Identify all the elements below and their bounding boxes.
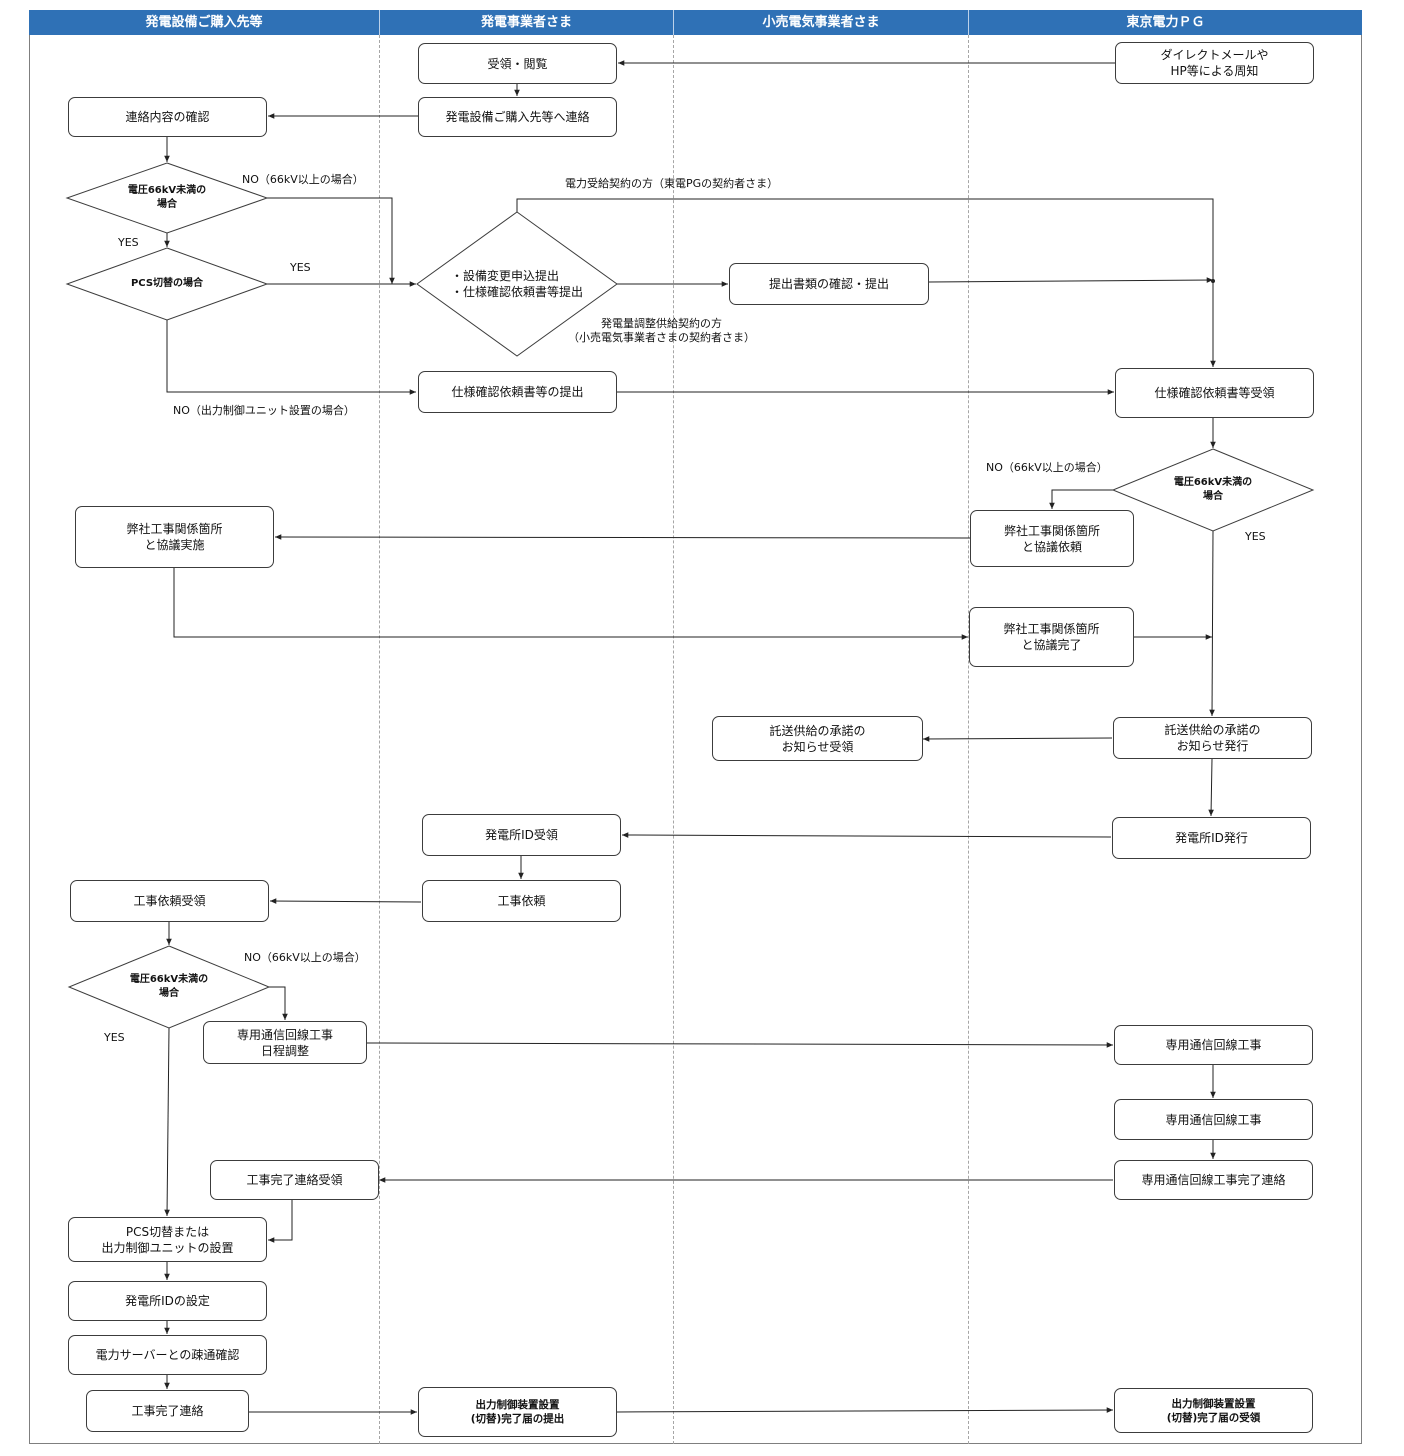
- box-pcs-install: PCS切替または 出力制御ユニットの設置: [68, 1217, 267, 1262]
- label-no-unit: NO（出力制御ユニット設置の場合）: [173, 404, 355, 417]
- lane-title-vendor: 発電設備ご購入先等: [145, 15, 263, 30]
- lane-title-generator: 発電事業者さま: [480, 15, 572, 30]
- decision-pcs-switch-text: PCS切替の場合: [130, 278, 204, 289]
- decision-voltage-2-text: 電圧66kV未満の 場合: [1173, 477, 1253, 502]
- box-line-work-2: 専用通信回線工事: [1114, 1099, 1313, 1140]
- box-plant-id-receive: 発電所ID受領: [422, 814, 621, 856]
- box-spec-request-receive: 仕様確認依頼書等受領: [1115, 368, 1314, 418]
- lane-title-tepco-pg: 東京電力ＰＧ: [1126, 15, 1205, 30]
- label-no-66kv-b: NO（66kV以上の場合）: [986, 461, 1108, 474]
- box-line-done-contact: 専用通信回線工事完了連絡: [1114, 1160, 1313, 1200]
- lane-title-retailer: 小売電気事業者さま: [762, 15, 880, 30]
- decision-voltage-1-text: 電圧66kV未満の 場合: [127, 185, 207, 210]
- lane-separator: [379, 35, 380, 1444]
- header-separator: [379, 10, 380, 35]
- label-no-66kv-c: NO（66kV以上の場合）: [244, 951, 366, 964]
- box-consultation-complete: 弊社工事関係箇所 と協議完了: [969, 607, 1134, 667]
- box-work-done-receive: 工事完了連絡受領: [210, 1160, 379, 1200]
- decision-submit: [416, 211, 618, 357]
- label-yes-c: YES: [1245, 530, 1266, 543]
- lane-header-bar: [29, 10, 1362, 35]
- lane-separator: [968, 35, 969, 1444]
- box-spec-request-submit: 仕様確認依頼書等の提出: [418, 371, 617, 413]
- label-yes-a: YES: [118, 236, 139, 249]
- header-separator: [673, 10, 674, 35]
- box-work-done-contact: 工事完了連絡: [86, 1390, 249, 1432]
- decision-submit-text: ・設備変更申込提出 ・仕様確認依頼書等提出: [450, 269, 584, 299]
- box-plant-id-issue: 発電所ID発行: [1112, 817, 1311, 859]
- box-direct-mail-notice: ダイレクトメールや HP等による周知: [1115, 42, 1314, 84]
- box-line-schedule: 専用通信回線工事 日程調整: [203, 1021, 367, 1064]
- box-confirm-submit-docs: 提出書類の確認・提出: [729, 263, 929, 305]
- label-contract-retail: 発電量調整供給契約の方 （小売電気事業者さまの契約者さま）: [568, 317, 755, 344]
- box-line-work-1: 専用通信回線工事: [1114, 1025, 1313, 1065]
- box-completion-report-receive: 出力制御装置設置 (切替)完了届の受領: [1114, 1388, 1313, 1433]
- box-completion-report-submit: 出力制御装置設置 (切替)完了届の提出: [418, 1387, 617, 1437]
- box-confirm-contact: 連絡内容の確認: [68, 97, 267, 137]
- box-receive-view: 受領・閲覧: [418, 43, 617, 84]
- box-consultation-done: 弊社工事関係箇所 と協議実施: [75, 506, 274, 568]
- box-contact-vendor: 発電設備ご購入先等へ連絡: [418, 97, 617, 137]
- label-yes-d: YES: [104, 1031, 125, 1044]
- lane-separator: [673, 35, 674, 1444]
- box-approval-notice-receive: 託送供給の承諾の お知らせ受領: [712, 716, 923, 761]
- label-contract-tepco: 電力受給契約の方（東電PGの契約者さま）: [565, 177, 779, 190]
- box-work-request: 工事依頼: [422, 880, 621, 922]
- box-server-check: 電力サーバーとの疎通確認: [68, 1335, 267, 1375]
- header-separator: [968, 10, 969, 35]
- box-plant-id-setting: 発電所IDの設定: [68, 1281, 267, 1321]
- decision-voltage-3-text: 電圧66kV未満の 場合: [129, 974, 209, 999]
- box-approval-notice-issue: 託送供給の承諾の お知らせ発行: [1113, 717, 1312, 759]
- label-yes-b: YES: [290, 261, 311, 274]
- box-work-request-receive: 工事依頼受領: [70, 880, 269, 922]
- box-consultation-request: 弊社工事関係箇所 と協議依頼: [970, 510, 1134, 567]
- label-no-66kv-a: NO（66kV以上の場合）: [242, 173, 364, 186]
